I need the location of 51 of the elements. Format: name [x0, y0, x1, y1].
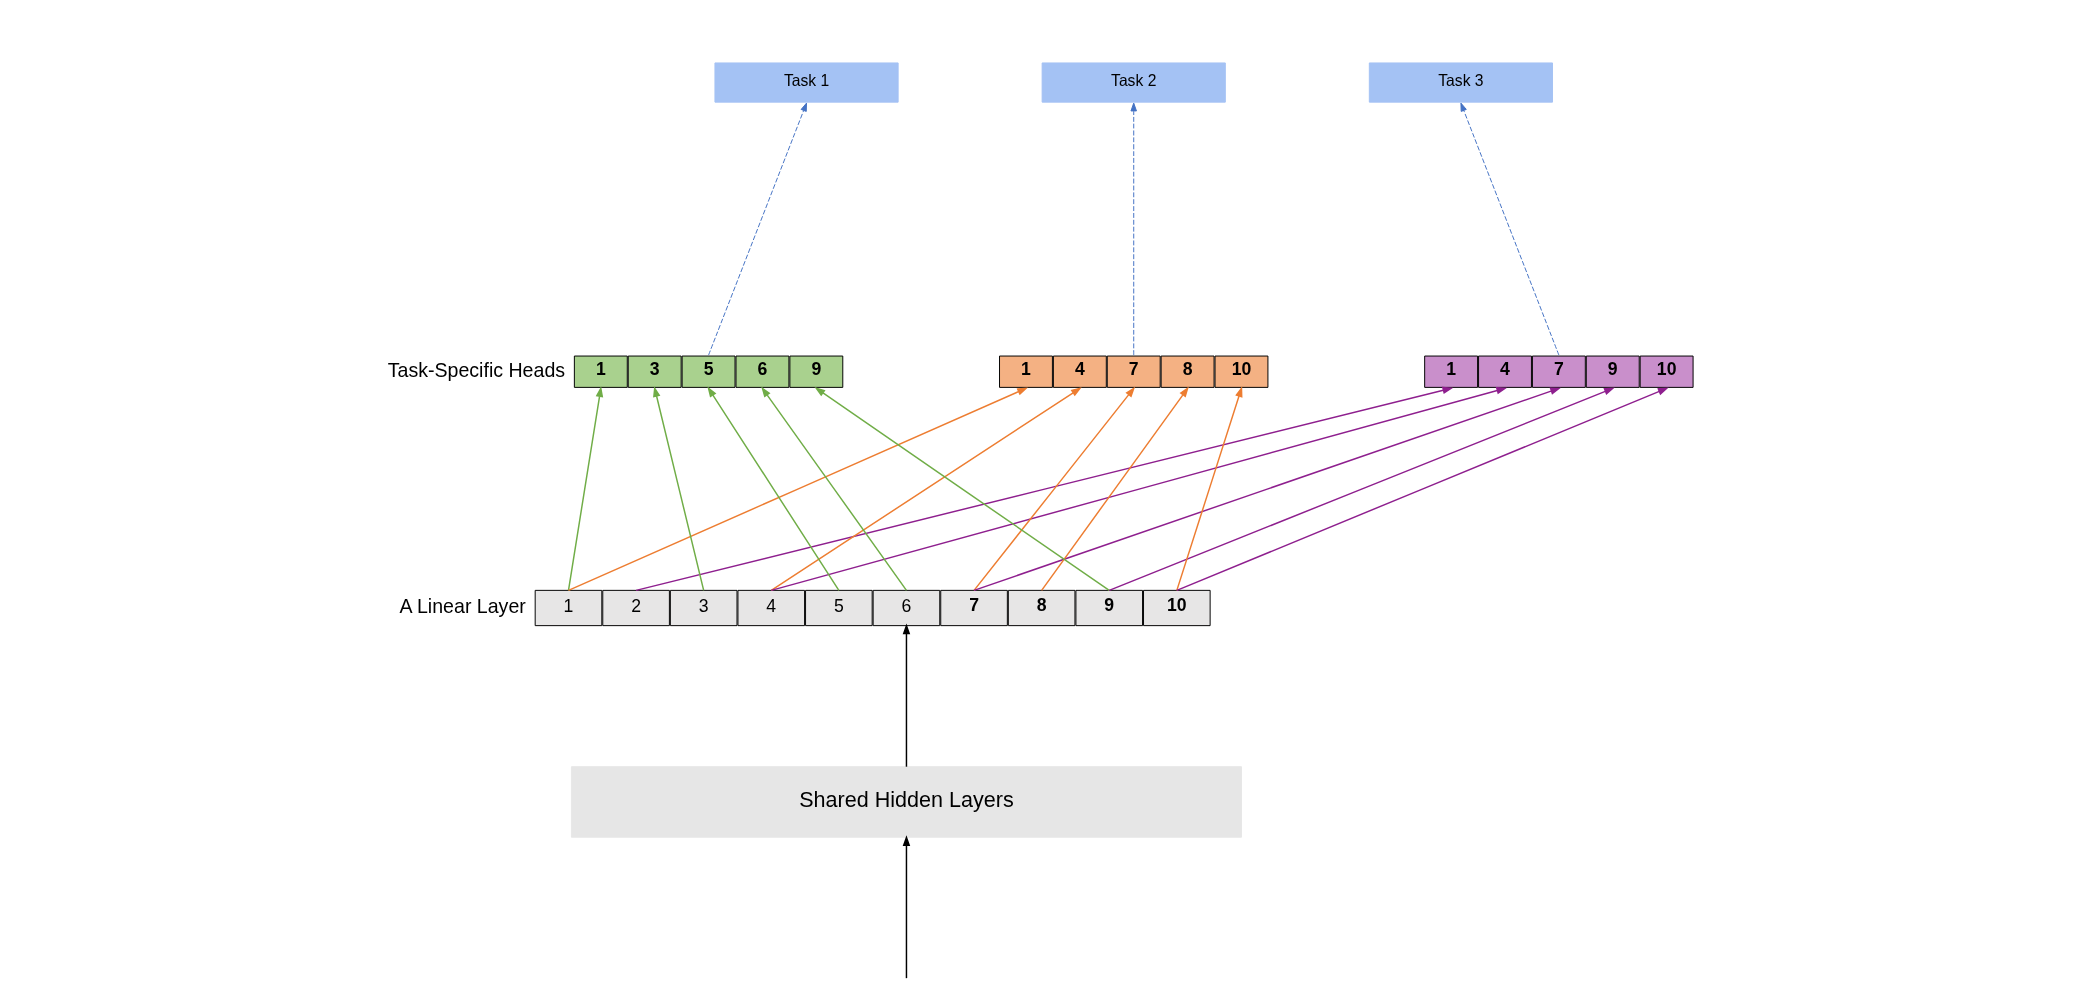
- node-box: 9: [1585, 355, 1640, 388]
- node-box: 10: [1143, 589, 1211, 627]
- node-box: 4: [1052, 355, 1107, 388]
- node-box: 1: [999, 355, 1053, 388]
- arrow: [814, 387, 1110, 592]
- node-box: 9: [1075, 589, 1144, 627]
- arrow: [567, 386, 604, 592]
- arrow: [707, 386, 840, 592]
- node-box: 9: [789, 355, 844, 388]
- arrow: [708, 102, 808, 356]
- node-box: 1: [1424, 355, 1479, 388]
- arrow: [761, 386, 908, 592]
- arrow: [902, 623, 911, 768]
- node-box: 6: [735, 355, 790, 388]
- node-box: 5: [681, 355, 736, 388]
- node-box: Shared Hidden Layers: [570, 766, 1242, 838]
- label: Task-Specific Heads: [387, 358, 566, 381]
- arrow: [770, 387, 1082, 592]
- arrow: [1040, 386, 1189, 592]
- node-box: 7: [1531, 355, 1586, 388]
- node-box: 4: [737, 589, 806, 627]
- node-box: Task 3: [1368, 62, 1553, 103]
- arrow: [902, 835, 911, 979]
- arrow: [770, 387, 1508, 592]
- node-box: 3: [669, 589, 738, 627]
- node-box: 8: [1160, 355, 1215, 388]
- node-box: 1: [534, 589, 603, 627]
- arrow: [1176, 386, 1243, 592]
- arrow: [1176, 387, 1669, 592]
- node-box: 1: [573, 355, 628, 388]
- arrow: [1460, 102, 1560, 356]
- node-box: 8: [1007, 589, 1076, 627]
- arrow: [973, 386, 1136, 592]
- node-box: 7: [1106, 355, 1161, 388]
- node-box: Task 2: [1041, 62, 1226, 103]
- arrow: [653, 386, 705, 592]
- arrow: [973, 387, 1561, 592]
- arrow: [1130, 102, 1137, 356]
- node-box: Task 1: [714, 62, 899, 103]
- node-box: 10: [1214, 355, 1269, 388]
- node-box: 6: [872, 589, 941, 627]
- arrow: [567, 387, 1028, 592]
- node-box: 10: [1639, 355, 1694, 388]
- arrow: [635, 386, 1454, 592]
- node-box: 2: [602, 589, 670, 627]
- arrow: [1108, 387, 1615, 592]
- node-box: 3: [627, 355, 682, 388]
- label: A Linear Layer: [399, 594, 526, 617]
- node-box: 7: [940, 589, 1008, 627]
- node-box: 5: [805, 589, 873, 627]
- node-box: 4: [1478, 355, 1532, 388]
